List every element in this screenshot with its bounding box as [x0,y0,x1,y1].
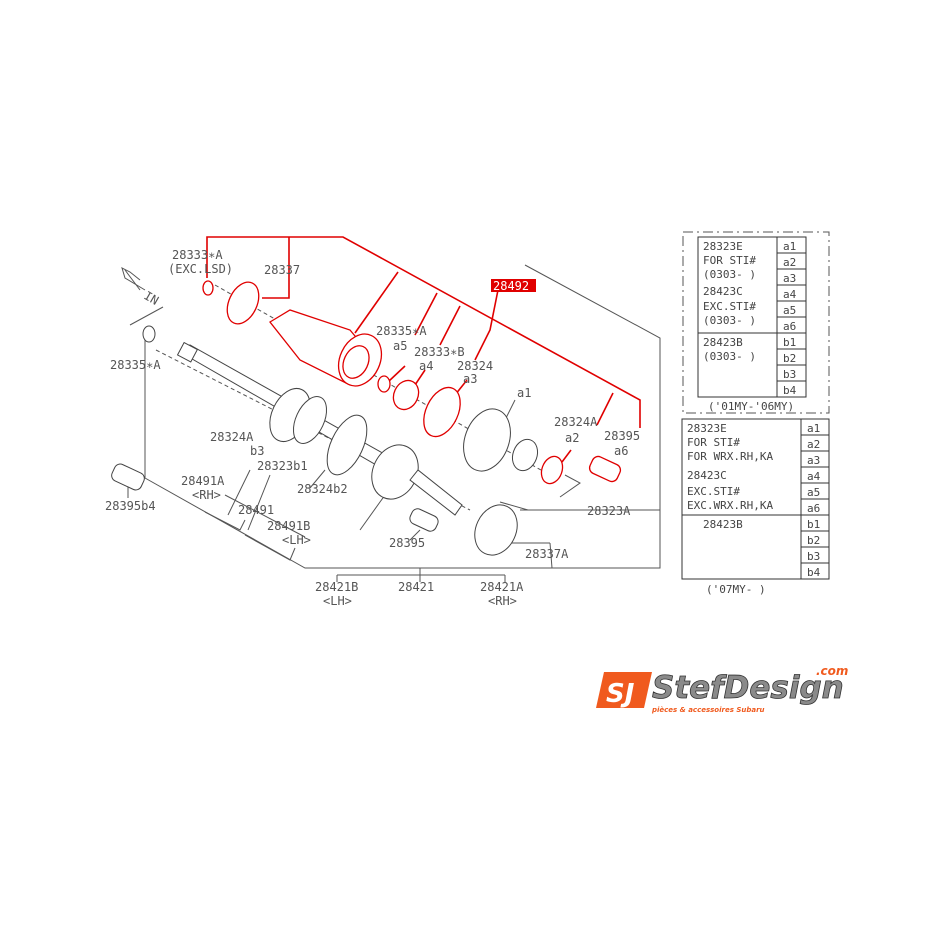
part-label: a2 [565,431,579,445]
table-code: b4 [807,566,821,579]
table-2001-2006: 28323E FOR STI# (0303- ) 28423C EXC.STI#… [682,231,830,414]
damper-28395b4[interactable] [110,462,147,492]
damper-a6[interactable] [588,455,623,484]
part-label[interactable]: 28337 [264,263,300,277]
part-label: <RH> [192,488,221,502]
table-code: a2 [783,256,796,269]
table-code: a6 [807,502,820,515]
part-label: (EXC.LSD) [168,262,233,276]
band-a2[interactable] [538,453,566,486]
table-code: a3 [783,272,796,285]
table-code: a1 [783,240,796,253]
table-code: a5 [807,486,820,499]
part-label[interactable]: 28333∗A [172,248,223,262]
circlip-28335a-left[interactable] [142,325,156,343]
table-text: (0303- ) [703,314,756,327]
logo-mark-letters: SJ [606,679,635,709]
table-code: a4 [807,470,821,483]
table-code: a3 [807,454,820,467]
part-label[interactable]: 28421A [480,580,524,594]
table-text: EXC.STI# [703,300,756,313]
part-label: a1 [517,386,531,400]
part-label[interactable]: 28421B [315,580,358,594]
table-text: EXC.STI# [687,485,740,498]
part-label: a6 [614,444,628,458]
table-code: a6 [783,320,796,333]
seal-28337a[interactable] [467,498,525,562]
highlight-bracket [206,236,641,481]
part-label: <RH> [488,594,517,608]
band-a3[interactable] [417,382,468,443]
table-code: a5 [783,304,796,317]
table-text: FOR STI# [703,254,756,267]
table-code: b1 [783,336,796,349]
part-label: a4 [419,359,433,373]
part-label[interactable]: 28323b1 [257,459,308,473]
in-direction-arrow-icon: IN [121,267,162,308]
table-code: b2 [783,352,796,365]
drive-shaft [176,341,463,516]
part-label[interactable]: 28395b4 [105,499,156,513]
dust-seal-28337[interactable] [221,277,265,329]
table-code: a2 [807,438,820,451]
table-code: b4 [783,384,797,397]
part-label: b3 [250,444,264,458]
table-text: 28423C [687,469,727,482]
part-label[interactable]: 28421 [398,580,434,594]
table-code: b3 [783,368,796,381]
part-label[interactable]: 28324A [554,415,598,429]
in-label: IN [142,288,162,307]
boot-a1[interactable] [455,402,541,477]
highlighted-part-number[interactable]: 28492 [493,279,529,293]
table-text: EXC.WRX.RH,KA [687,499,773,512]
highlighted-part-box [491,279,536,292]
table-text: 28423B [703,336,743,349]
table-text: 28423B [703,518,743,531]
part-label[interactable]: 28491 [238,503,274,517]
part-label[interactable]: 28395 [604,429,640,443]
part-label[interactable]: 28491B [267,519,310,533]
table-text: 28323E [687,422,727,435]
part-label[interactable]: 28324A [210,430,254,444]
table-text: FOR STI# [687,436,740,449]
table-text: (0303- ) [703,268,756,281]
part-labels: 28333∗A (EXC.LSD) 28337 28335∗A 28335∗A … [105,248,640,608]
part-label[interactable]: 28323A [587,504,631,518]
part-label[interactable]: 28324b2 [297,482,348,496]
part-label[interactable]: 28337A [525,547,569,561]
part-label[interactable]: 28395 [389,536,425,550]
table-text: 28323E [703,240,743,253]
table-text: (0303- ) [703,350,756,363]
part-label[interactable]: 28335∗A [376,324,427,338]
ring-a4[interactable] [389,376,423,413]
table-code: a1 [807,422,820,435]
part-label[interactable]: 28335∗A [110,358,161,372]
stefdesign-logo: SJ StefDesign .com pièces & accessoires … [596,664,848,714]
table-text: FOR WRX.RH,KA [687,450,773,463]
circlip-28333a[interactable] [202,280,214,296]
table-code: b3 [807,550,820,563]
part-label: a3 [463,372,477,386]
outer-joint-housing[interactable] [269,309,390,393]
logo-domain: .com [816,664,848,678]
damper-28395[interactable] [408,507,440,533]
table-caption: ('01MY-'06MY) [708,400,794,413]
table-code: b2 [807,534,820,547]
table-caption: ('07MY- ) [706,583,766,596]
table-text: 28423C [703,285,743,298]
logo-mark [596,672,652,708]
circlip-a5[interactable] [377,375,391,393]
part-label[interactable]: 28491A [181,474,225,488]
part-label: <LH> [323,594,352,608]
table-code: a4 [783,288,797,301]
table-code: b1 [807,518,820,531]
part-label: a5 [393,339,407,353]
logo-tagline: pièces & accessoires Subaru [651,706,765,714]
part-label: <LH> [282,533,311,547]
table-2007: 28323E FOR STI# FOR WRX.RH,KA 28423C EXC… [681,418,830,596]
part-label[interactable]: 28333∗B [414,345,465,359]
logo-name: StefDesign [652,670,844,706]
part-label[interactable]: 28324 [457,359,493,373]
